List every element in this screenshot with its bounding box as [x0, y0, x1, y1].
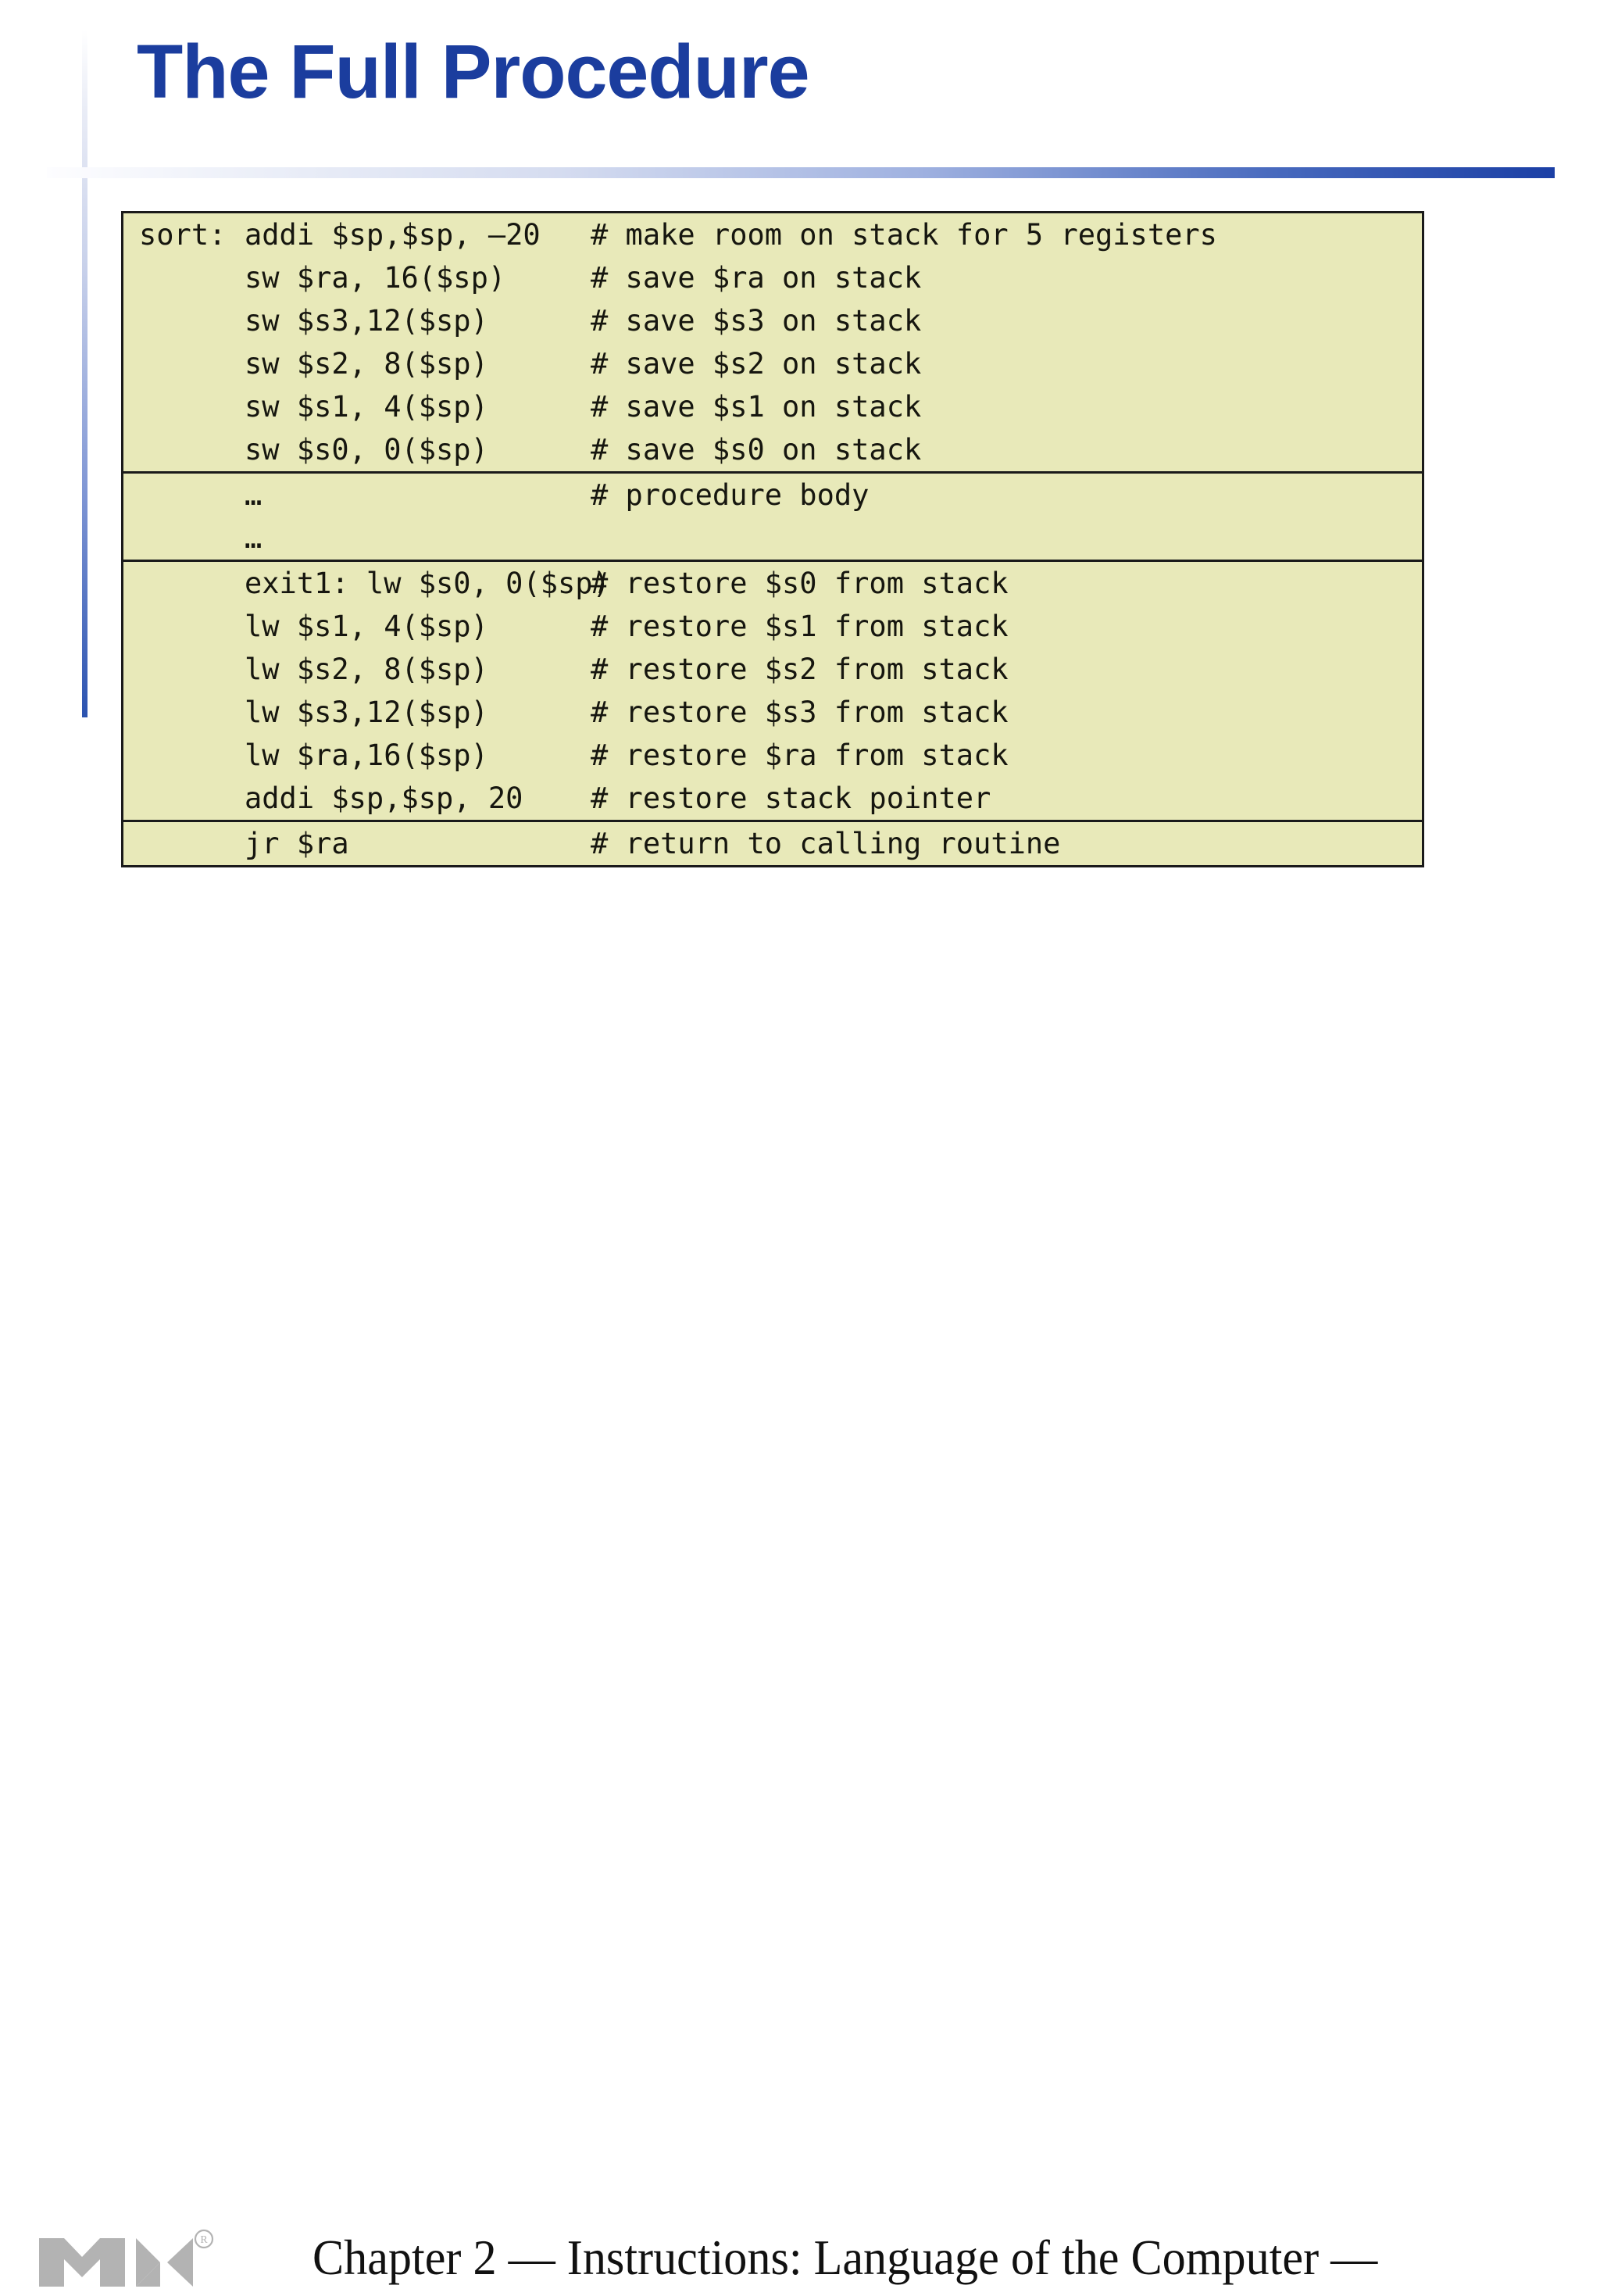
code-row: lw $ra,16($sp) # restore $ra from stack	[123, 734, 1422, 777]
code-comment: # save $ra on stack	[591, 261, 922, 295]
code-row: sw $s1, 4($sp) # save $s1 on stack	[123, 385, 1422, 428]
code-row: exit1: lw $s0, 0($sp)# restore $s0 from …	[123, 562, 1422, 605]
code-comment: # save $s2 on stack	[591, 347, 922, 381]
svg-text:R: R	[200, 2234, 208, 2246]
page-title: The Full Procedure	[137, 29, 810, 114]
code-instruction: lw $ra,16($sp)	[245, 739, 488, 772]
slide-footer: R Chapter 2 — Instructions: Language of …	[0, 1110, 1600, 2287]
code-instruction: sw $s3,12($sp)	[245, 304, 488, 338]
footer-chapter-text: Chapter 2 — Instructions: Language of th…	[312, 2230, 1378, 2285]
code-section: jr $ra # return to calling routine	[123, 822, 1422, 865]
code-instruction: sw $s1, 4($sp)	[245, 390, 488, 424]
code-row: … # procedure body	[123, 474, 1422, 517]
code-label: sort:	[139, 218, 227, 252]
code-listing-table: sort: addi $sp,$sp, –20 # make room on sta…	[121, 211, 1424, 867]
code-instruction: addi $sp,$sp, –20	[245, 218, 541, 252]
code-instruction: jr $ra	[245, 827, 349, 860]
horizontal-accent-rule	[47, 167, 1555, 178]
code-row: lw $s3,12($sp) # restore $s3 from stack	[123, 691, 1422, 734]
code-instruction: lw $s2, 8($sp)	[245, 653, 488, 686]
code-comment: # restore $s3 from stack	[591, 696, 1009, 729]
code-row: …	[123, 517, 1422, 560]
code-instruction: sw $s2, 8($sp)	[245, 347, 488, 381]
code-comment: # restore $s0 from stack	[591, 567, 1009, 600]
code-comment: # procedure body	[591, 478, 870, 512]
code-instruction: sw $ra, 16($sp)	[245, 261, 506, 295]
code-comment: # save $s1 on stack	[591, 390, 922, 424]
code-comment: # restore $s2 from stack	[591, 653, 1009, 686]
code-instruction: exit1: lw $s0, 0($sp)	[245, 567, 610, 600]
code-row: sw $s3,12($sp) # save $s3 on stack	[123, 299, 1422, 342]
code-comment: # save $s3 on stack	[591, 304, 922, 338]
code-row: lw $s2, 8($sp) # restore $s2 from stack	[123, 648, 1422, 691]
code-row: jr $ra # return to calling routine	[123, 822, 1422, 865]
morgan-kaufmann-logo: R	[39, 2229, 214, 2287]
code-instruction: lw $s3,12($sp)	[245, 696, 488, 729]
code-section: … # procedure body …	[123, 474, 1422, 562]
code-comment: # make room on stack for 5 registers	[591, 218, 1217, 252]
code-comment: # save $s0 on stack	[591, 433, 922, 467]
code-instruction: addi $sp,$sp, 20	[245, 781, 523, 815]
code-section: exit1: lw $s0, 0($sp)# restore $s0 from …	[123, 562, 1422, 822]
vertical-accent-rule	[82, 30, 88, 717]
code-row: sw $s0, 0($sp) # save $s0 on stack	[123, 428, 1422, 471]
code-instruction: sw $s0, 0($sp)	[245, 433, 488, 467]
code-instruction: …	[245, 521, 263, 555]
code-comment: # restore stack pointer	[591, 781, 991, 815]
code-section: sort: addi $sp,$sp, –20 # make room on sta…	[123, 213, 1422, 474]
code-row: sw $s2, 8($sp) # save $s2 on stack	[123, 342, 1422, 385]
code-instruction: …	[245, 478, 263, 512]
code-row: sort: addi $sp,$sp, –20 # make room on sta…	[123, 213, 1422, 256]
code-row: addi $sp,$sp, 20 # restore stack pointer	[123, 777, 1422, 820]
code-comment: # return to calling routine	[591, 827, 1061, 860]
code-row: sw $ra, 16($sp) # save $ra on stack	[123, 256, 1422, 299]
code-row: lw $s1, 4($sp) # restore $s1 from stack	[123, 605, 1422, 648]
code-comment: # restore $ra from stack	[591, 739, 1009, 772]
code-instruction: lw $s1, 4($sp)	[245, 610, 488, 643]
code-comment: # restore $s1 from stack	[591, 610, 1009, 643]
